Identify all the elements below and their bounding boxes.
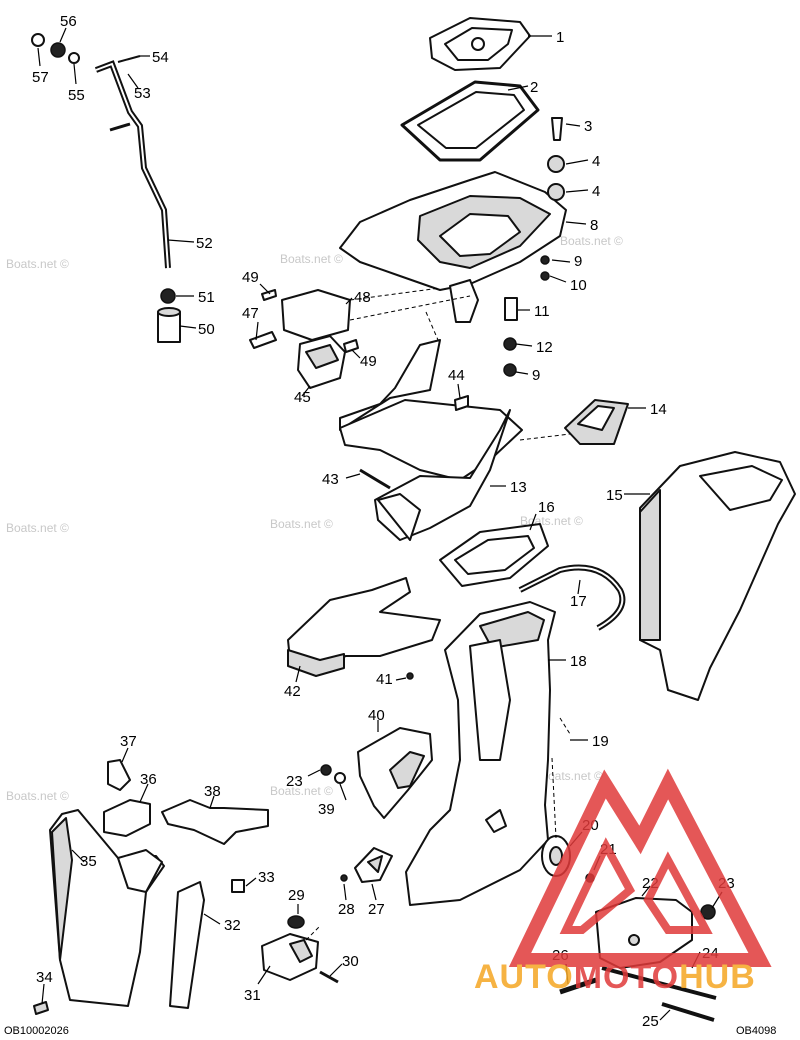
callout: 45 [294, 389, 311, 406]
callout: 43 [322, 471, 339, 488]
watermark: Boats.net © [270, 517, 333, 531]
part-36-block [103, 799, 151, 837]
watermark: Boats.net © [6, 257, 69, 271]
part-2-seal [400, 80, 540, 162]
part-37-clip [107, 759, 131, 791]
part-40-bracket [357, 727, 433, 819]
callout: 19 [592, 733, 609, 750]
callout: 37 [120, 733, 137, 750]
watermark: Boats.net © [560, 234, 623, 248]
part-1-plate [429, 17, 531, 71]
callout: 40 [368, 707, 385, 724]
watermark: Boats.net © [6, 789, 69, 803]
callout: 25 [642, 1013, 659, 1030]
callouts: 1 2 3 4 4 8 9 10 11 12 9 14 13 15 16 17 … [32, 13, 735, 1030]
callout: 36 [140, 771, 157, 788]
logo-auto: AUTO [474, 958, 574, 996]
callout: 28 [338, 901, 355, 918]
part-38-plate [161, 799, 269, 845]
callout: 4 [592, 183, 600, 200]
callout: 50 [198, 321, 215, 338]
part-42-plate [287, 577, 441, 677]
callout: 48 [354, 289, 371, 306]
callout: 31 [244, 987, 261, 1004]
logo-moto: MOTO [574, 958, 679, 996]
callout: 9 [574, 253, 582, 270]
part-15-cover [639, 451, 796, 701]
part-14-pad [564, 399, 629, 445]
part-50-sleeve [157, 307, 181, 343]
callout: 10 [570, 277, 587, 294]
callout: 56 [60, 13, 77, 30]
callout: 33 [258, 869, 275, 886]
watermark: Boats.net © [6, 521, 69, 535]
part-18-exhaust-housing [405, 601, 556, 906]
callout: 27 [368, 901, 385, 918]
part-22-plate [559, 897, 717, 1022]
callout: 30 [342, 953, 359, 970]
callout: 3 [584, 118, 592, 135]
diagram-code-left: OB10002026 [4, 1025, 69, 1037]
watermark: Boats.net © [540, 769, 603, 783]
callout: 49 [360, 353, 377, 370]
part-35-cover [49, 809, 165, 1007]
callout: 15 [606, 487, 623, 504]
part-27-anode [340, 847, 393, 883]
callout: 17 [570, 593, 587, 610]
callout: 55 [68, 87, 85, 104]
watermark: Boats.net © [270, 784, 333, 798]
callout: 51 [198, 289, 215, 306]
callout: 8 [590, 217, 598, 234]
callout: 57 [32, 69, 49, 86]
callout: 11 [534, 303, 550, 320]
callout: 2 [530, 79, 538, 96]
callout: 1 [556, 29, 564, 46]
callout: 41 [376, 671, 393, 688]
callout: 53 [134, 85, 151, 102]
callout: 23 [286, 773, 303, 790]
callout: 16 [538, 499, 555, 516]
callout: 32 [224, 917, 241, 934]
part-52-shift-rod [94, 55, 171, 269]
callout: 42 [284, 683, 301, 700]
callout: 18 [570, 653, 587, 670]
callout: 12 [536, 339, 553, 356]
callout: 47 [242, 305, 259, 322]
callout: 14 [650, 401, 667, 418]
part-13-swivel-bracket [339, 339, 523, 541]
callout: 54 [152, 49, 169, 66]
callout: 13 [510, 479, 527, 496]
callout: 49 [242, 269, 259, 286]
callout: 29 [288, 887, 305, 904]
leader-lines [37, 27, 723, 1021]
part-31-block [261, 915, 339, 984]
automotohub-logo: AUTOMOTOHUB [474, 768, 772, 996]
part-48-bracket [249, 289, 359, 389]
diagram-code-right: OB4098 [736, 1025, 776, 1037]
callout: 38 [204, 783, 221, 800]
callout: 44 [448, 367, 465, 384]
logo-hub: HUB [679, 958, 756, 996]
callout: 9 [532, 367, 540, 384]
watermarks: Boats.net © Boats.net © Boats.net © Boat… [6, 234, 623, 803]
callout: 35 [80, 853, 97, 870]
callout: 39 [318, 801, 335, 818]
logo-text: AUTOMOTOHUB [474, 958, 756, 996]
part-8-upper-mount [339, 117, 567, 323]
callout: 4 [592, 153, 600, 170]
callout: 52 [196, 235, 213, 252]
callout: 34 [36, 969, 53, 986]
watermark: Boats.net © [280, 252, 343, 266]
part-16-gasket [439, 523, 549, 587]
